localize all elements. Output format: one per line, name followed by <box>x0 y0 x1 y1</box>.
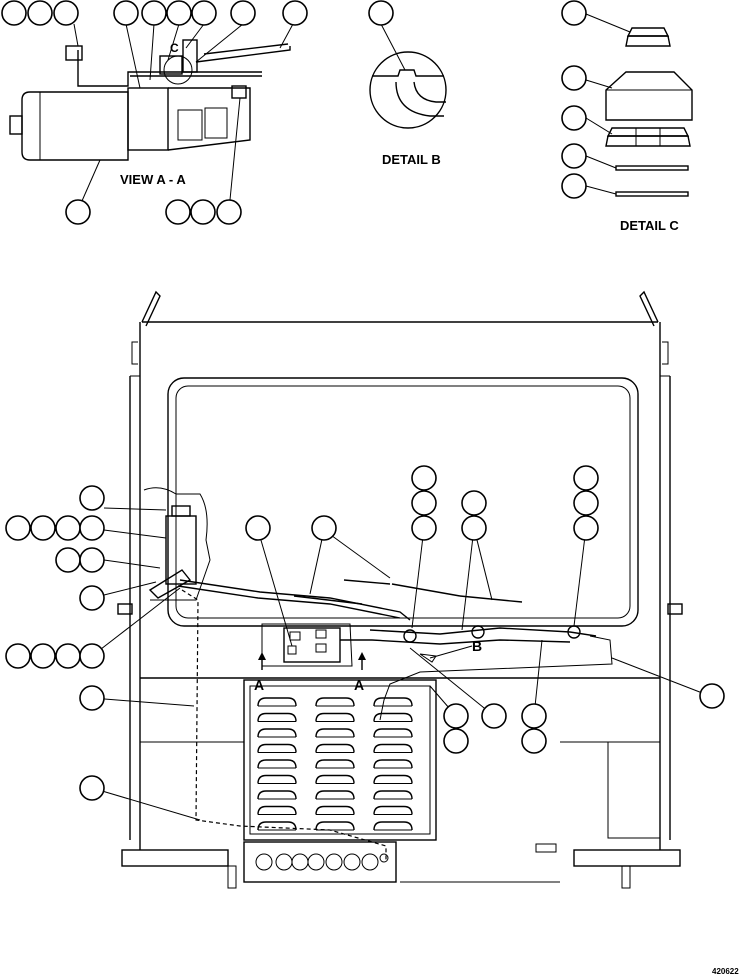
louver-slot <box>373 697 413 707</box>
callout-circle <box>311 515 337 541</box>
louver-slot <box>257 728 297 738</box>
callout-circle <box>55 515 81 541</box>
louver-slot <box>373 712 413 722</box>
detail-b-label: DETAIL B <box>382 152 441 167</box>
callout-circle <box>561 65 587 91</box>
callout-circle <box>30 643 56 669</box>
callout-circle <box>141 0 167 26</box>
callout-circle <box>481 703 507 729</box>
section-a-right-label: A <box>354 677 364 693</box>
louver-slot <box>315 759 355 769</box>
callout-circle <box>521 703 547 729</box>
callout-circle <box>561 173 587 199</box>
callout-circle <box>561 105 587 131</box>
louver-slot <box>315 774 355 784</box>
louver-slot <box>315 728 355 738</box>
louver-slot <box>315 821 355 831</box>
callout-circle <box>573 465 599 491</box>
callout-circle <box>165 199 191 225</box>
callout-circle <box>79 515 105 541</box>
louver-slot <box>315 712 355 722</box>
louver-slot <box>373 743 413 753</box>
callout-circle <box>191 0 217 26</box>
louver-slot <box>257 712 297 722</box>
callout-circle <box>461 490 487 516</box>
louver-slot <box>373 805 413 815</box>
louver-slot <box>373 774 413 784</box>
callout-circle <box>190 199 216 225</box>
callout-circle <box>79 485 105 511</box>
louver-slot <box>257 743 297 753</box>
callout-circle <box>65 199 91 225</box>
callout-circle <box>561 0 587 26</box>
callout-circle <box>411 465 437 491</box>
callout-circle <box>245 515 271 541</box>
callout-circle <box>368 0 394 26</box>
callout-circle <box>230 0 256 26</box>
louver-slot <box>257 805 297 815</box>
view-aa-motor-drawing <box>9 23 294 211</box>
callout-circle <box>30 515 56 541</box>
callout-circle <box>27 0 53 26</box>
tray-holes <box>255 853 389 871</box>
callout-circle <box>443 728 469 754</box>
callout-circle <box>521 728 547 754</box>
callout-circle <box>55 547 81 573</box>
callout-circle <box>79 685 105 711</box>
callout-circle <box>216 199 242 225</box>
louver-slot <box>315 805 355 815</box>
callout-circle <box>55 643 81 669</box>
louver-slot <box>373 728 413 738</box>
callout-circle <box>79 547 105 573</box>
callout-circle <box>443 703 469 729</box>
callout-circle <box>282 0 308 26</box>
callout-circle <box>5 515 31 541</box>
detail-c-drawing <box>585 13 693 197</box>
callout-circle <box>5 643 31 669</box>
callout-circle <box>461 515 487 541</box>
callout-group-view-aa <box>1 0 308 225</box>
callout-group-cab <box>5 465 725 801</box>
callout-circle <box>113 0 139 26</box>
detail-b-marker: B <box>472 638 482 654</box>
callout-circle <box>1 0 27 26</box>
callout-circle <box>79 775 105 801</box>
louver-slot <box>257 774 297 784</box>
view-aa-label: VIEW A - A <box>120 172 186 187</box>
callout-group-details <box>368 0 587 199</box>
callout-circle <box>573 515 599 541</box>
callout-circle <box>166 0 192 26</box>
louver-slot <box>315 790 355 800</box>
callout-circle <box>573 490 599 516</box>
louver-slot <box>257 759 297 769</box>
callout-circle <box>411 490 437 516</box>
louver-slot <box>373 790 413 800</box>
callout-circle <box>411 515 437 541</box>
callout-circle <box>79 585 105 611</box>
louver-slot <box>315 743 355 753</box>
drawing-number: 420622 <box>712 967 739 976</box>
louver-slot <box>257 697 297 707</box>
callout-circle <box>53 0 79 26</box>
louver-slot <box>257 790 297 800</box>
louver-slot <box>315 697 355 707</box>
louver-slot <box>373 759 413 769</box>
callout-circle <box>79 643 105 669</box>
louver-slot <box>257 821 297 831</box>
cab-rear-view <box>91 290 711 889</box>
detail-b-drawing <box>369 23 447 129</box>
callout-circle <box>699 683 725 709</box>
view-c-marker: C <box>170 41 179 55</box>
detail-c-label: DETAIL C <box>620 218 679 233</box>
section-a-left-label: A <box>254 677 264 693</box>
callout-circle <box>561 143 587 169</box>
grill-louvers <box>257 697 413 831</box>
louver-slot <box>373 821 413 831</box>
